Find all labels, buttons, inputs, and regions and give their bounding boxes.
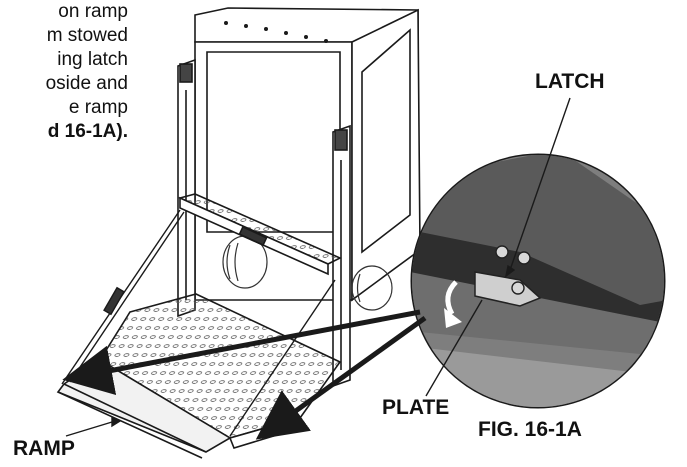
indicator-arrows [62, 309, 427, 440]
instruction-line-2: m stowed [46, 25, 128, 46]
step-platform [177, 193, 342, 276]
right-column [332, 124, 351, 388]
figure-caption: FIG. 16-1A [478, 418, 582, 441]
instruction-line-3: ing latch [57, 49, 128, 70]
plate-label: PLATE [382, 396, 450, 419]
latch-label: LATCH [535, 70, 605, 93]
figure-reference: d 16-1A) [47, 121, 123, 142]
lift-deck [56, 293, 342, 459]
instruction-period: . [122, 121, 128, 142]
left-column [177, 58, 196, 318]
leader-lines [65, 97, 571, 437]
instruction-text: on ramp m stowed ing latch oside and e r… [0, 0, 128, 144]
ramp-label: RAMP [13, 437, 75, 460]
instruction-line-5: e ramp [68, 97, 128, 118]
instruction-line-4: oside and [45, 73, 128, 94]
rivets [224, 21, 328, 43]
vehicle-box [194, 7, 421, 302]
instruction-line-1: on ramp [58, 1, 128, 22]
instruction-line-6: d 16-1A). [0, 120, 128, 144]
zoom-detail [410, 153, 666, 409]
